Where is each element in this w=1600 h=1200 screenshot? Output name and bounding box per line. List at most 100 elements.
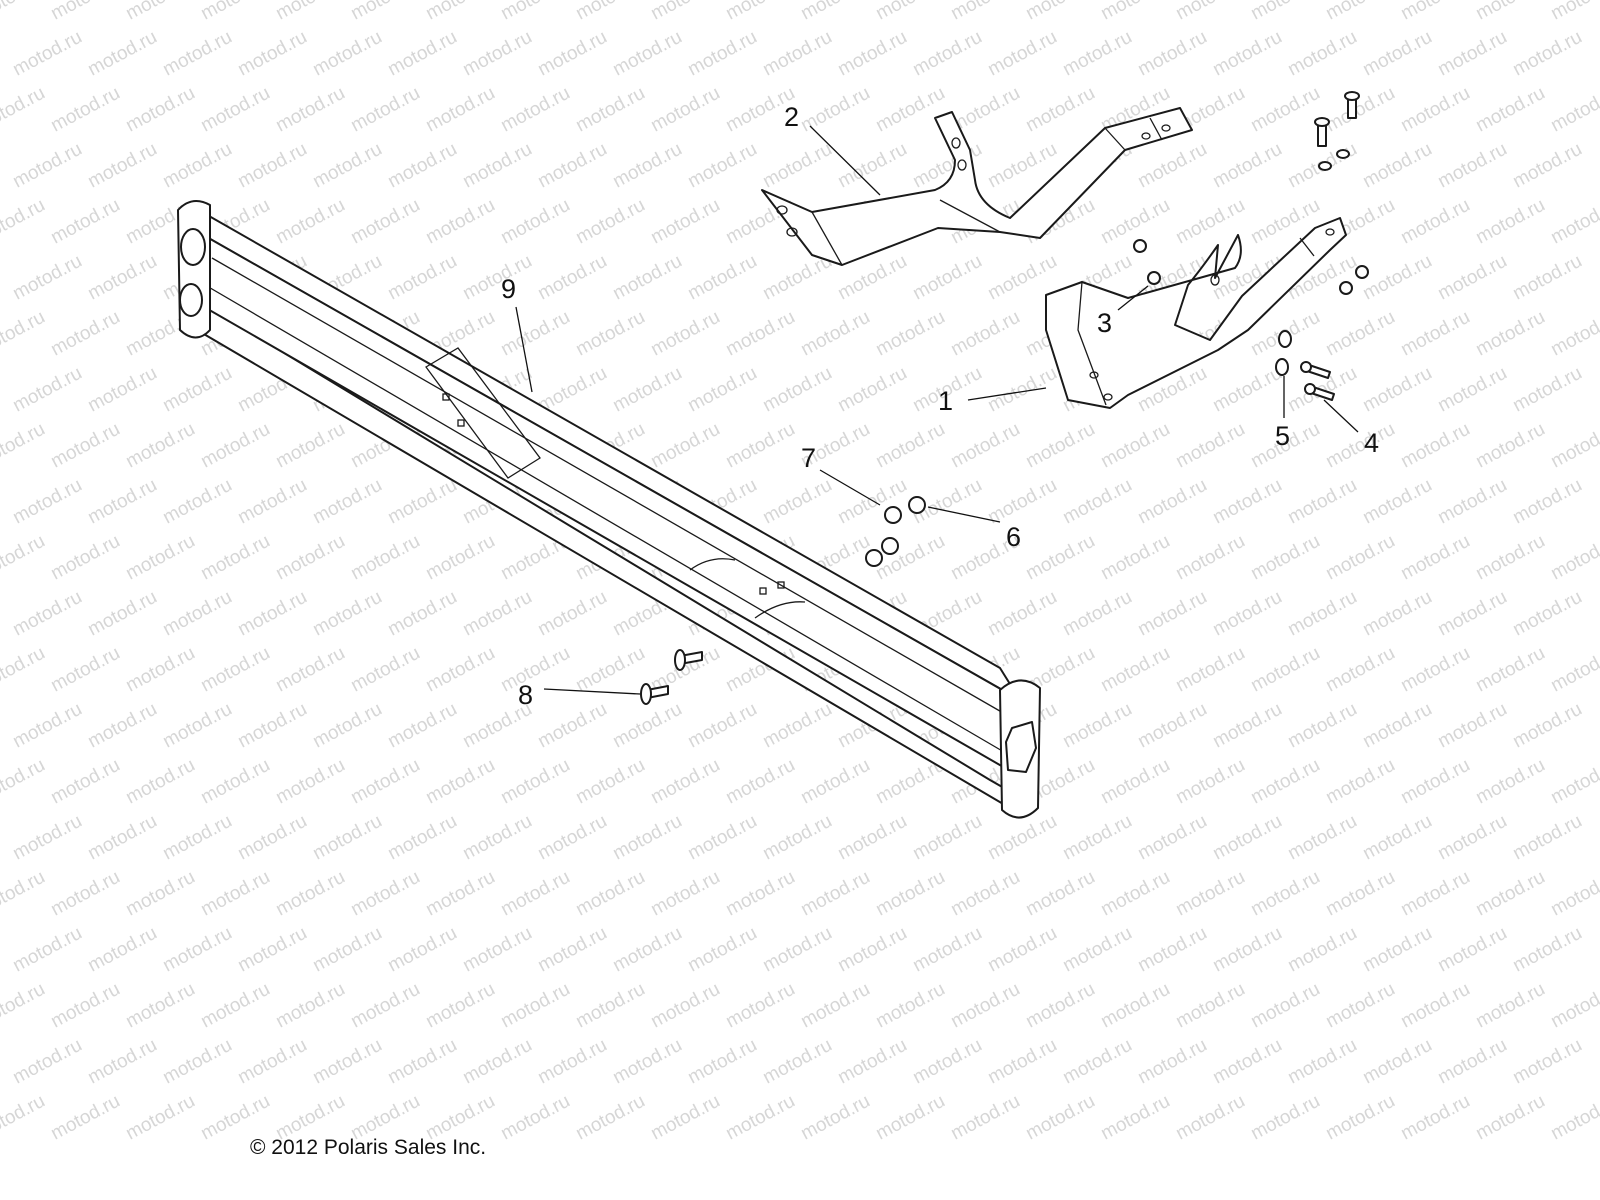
- watermark-text: motod.ru: [1134, 1035, 1210, 1089]
- watermark-text: motod.ru: [872, 867, 948, 921]
- watermark-text: motod.ru: [947, 867, 1023, 921]
- watermark-text: motod.ru: [9, 27, 85, 81]
- watermark-text: motod.ru: [1397, 755, 1473, 809]
- watermark-text: motod.ru: [572, 0, 648, 24]
- watermark-text: motod.ru: [1472, 867, 1548, 921]
- watermark-text: motod.ru: [1059, 699, 1135, 753]
- watermark-text: motod.ru: [1359, 699, 1435, 753]
- watermark-text: motod.ru: [234, 811, 310, 865]
- watermark-text: motod.ru: [834, 139, 910, 193]
- watermark-text: motod.ru: [909, 811, 985, 865]
- watermark-text: motod.ru: [309, 1035, 385, 1089]
- watermark-text: motod.ru: [1284, 27, 1360, 81]
- watermark-text: motod.ru: [309, 27, 385, 81]
- watermark-text: motod.ru: [647, 83, 723, 137]
- watermark-text: motod.ru: [1059, 27, 1135, 81]
- watermark-text: motod.ru: [1172, 755, 1248, 809]
- watermark-text: motod.ru: [84, 363, 160, 417]
- watermark-text: motod.ru: [1547, 1091, 1600, 1145]
- watermark-text: motod.ru: [0, 1091, 49, 1145]
- watermark-text: motod.ru: [0, 419, 49, 473]
- watermark-text: motod.ru: [1434, 811, 1510, 865]
- watermark-text: motod.ru: [1322, 643, 1398, 697]
- watermark-text: motod.ru: [272, 0, 348, 24]
- watermark-text: motod.ru: [197, 0, 273, 24]
- watermark-text: motod.ru: [1059, 587, 1135, 641]
- watermark-text: motod.ru: [1434, 363, 1510, 417]
- watermark-text: motod.ru: [384, 699, 460, 753]
- watermark-text: motod.ru: [1022, 419, 1098, 473]
- watermark-text: motod.ru: [984, 27, 1060, 81]
- watermark-text: motod.ru: [684, 251, 760, 305]
- watermark-text: motod.ru: [759, 1035, 835, 1089]
- watermark-text: motod.ru: [122, 1091, 198, 1145]
- watermark-text: motod.ru: [234, 699, 310, 753]
- watermark-text: motod.ru: [722, 0, 798, 24]
- watermark-text: motod.ru: [872, 979, 948, 1033]
- watermark-text: motod.ru: [197, 531, 273, 585]
- watermark-text: motod.ru: [834, 923, 910, 977]
- watermark-text: motod.ru: [1509, 251, 1585, 305]
- watermark-text: motod.ru: [9, 1035, 85, 1089]
- watermark-text: motod.ru: [684, 1035, 760, 1089]
- watermark-text: motod.ru: [197, 643, 273, 697]
- watermark-text: motod.ru: [1247, 0, 1323, 24]
- watermark-text: motod.ru: [1359, 1035, 1435, 1089]
- watermark-text: motod.ru: [459, 27, 535, 81]
- watermark-text: motod.ru: [834, 27, 910, 81]
- watermark-text: motod.ru: [47, 1091, 123, 1145]
- watermark-text: motod.ru: [1509, 475, 1585, 529]
- watermark-text: motod.ru: [872, 83, 948, 137]
- watermark-text: motod.ru: [84, 139, 160, 193]
- watermark-text: motod.ru: [347, 643, 423, 697]
- watermark-text: motod.ru: [197, 83, 273, 137]
- watermark-text: motod.ru: [1359, 363, 1435, 417]
- watermark-text: motod.ru: [1022, 979, 1098, 1033]
- watermark-text: motod.ru: [1134, 139, 1210, 193]
- watermark-text: motod.ru: [572, 867, 648, 921]
- watermark-text: motod.ru: [797, 755, 873, 809]
- watermark-text: motod.ru: [534, 923, 610, 977]
- watermark-text: motod.ru: [722, 1091, 798, 1145]
- watermark-text: motod.ru: [759, 27, 835, 81]
- watermark-text: motod.ru: [309, 475, 385, 529]
- watermark-text: motod.ru: [1284, 587, 1360, 641]
- watermark-text: motod.ru: [1434, 699, 1510, 753]
- watermark-text: motod.ru: [1397, 1091, 1473, 1145]
- watermark-text: motod.ru: [984, 1035, 1060, 1089]
- watermark-text: motod.ru: [272, 531, 348, 585]
- watermark-text: motod.ru: [1209, 475, 1285, 529]
- watermark-text: motod.ru: [0, 0, 49, 24]
- watermark-text: motod.ru: [947, 1091, 1023, 1145]
- watermark-text: motod.ru: [47, 755, 123, 809]
- callout-8: 8: [518, 680, 533, 710]
- watermark-text: motod.ru: [0, 307, 49, 361]
- callout-5: 5: [1275, 421, 1290, 451]
- watermark-text: motod.ru: [684, 699, 760, 753]
- watermark-text: motod.ru: [1397, 83, 1473, 137]
- watermark-text: motod.ru: [609, 811, 685, 865]
- watermark-text: motod.ru: [1284, 475, 1360, 529]
- watermark-text: motod.ru: [84, 699, 160, 753]
- watermark-text: motod.ru: [1509, 363, 1585, 417]
- watermark-text: motod.ru: [1247, 755, 1323, 809]
- watermark-text: motod.ru: [759, 923, 835, 977]
- watermark-text: motod.ru: [0, 755, 49, 809]
- watermark-text: motod.ru: [1472, 643, 1548, 697]
- watermark-text: motod.ru: [647, 195, 723, 249]
- watermark-text: motod.ru: [834, 811, 910, 865]
- watermark-text: motod.ru: [1322, 0, 1398, 24]
- watermark-text: motod.ru: [1134, 587, 1210, 641]
- watermark-text: motod.ru: [647, 0, 723, 24]
- watermark-text: motod.ru: [309, 587, 385, 641]
- watermark-text: motod.ru: [947, 307, 1023, 361]
- watermark-text: motod.ru: [422, 531, 498, 585]
- watermark-text: motod.ru: [1247, 83, 1323, 137]
- watermark-text: motod.ru: [797, 307, 873, 361]
- watermark-text: motod.ru: [609, 251, 685, 305]
- watermark-text: motod.ru: [647, 419, 723, 473]
- watermark-text: motod.ru: [9, 139, 85, 193]
- watermark-text: motod.ru: [384, 139, 460, 193]
- watermark-text: motod.ru: [497, 867, 573, 921]
- watermark-text: motod.ru: [572, 643, 648, 697]
